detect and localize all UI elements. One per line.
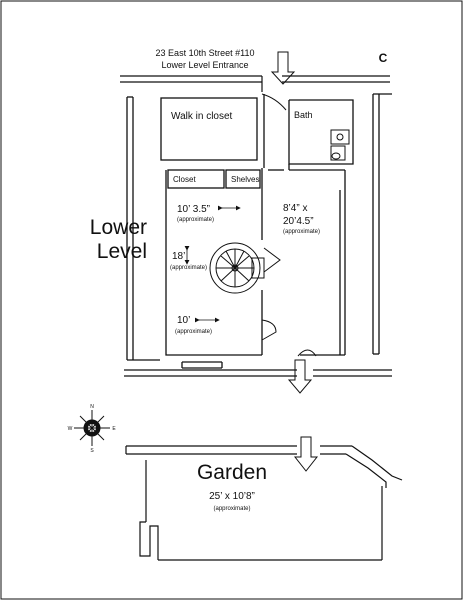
garden-exit-arrow — [287, 359, 313, 394]
compass-e: E — [112, 426, 116, 432]
right-room-dimension-1: 8’4” x — [283, 203, 307, 214]
bath-label: Bath — [294, 110, 313, 120]
main-room-width-note: (approximate) — [177, 217, 214, 223]
bath-fixtures — [330, 129, 350, 161]
entrance-arrow — [270, 51, 296, 85]
garden-note: (approximate) — [213, 506, 250, 512]
height-note: (approximate) — [170, 265, 207, 271]
compass-n: N — [90, 404, 94, 410]
compass: N E S W — [68, 404, 117, 454]
garden-dimension: 25’ x 10’8” — [209, 491, 255, 502]
corner-letter: C — [379, 51, 388, 65]
left-building-wall — [126, 96, 160, 361]
compass-w: W — [68, 426, 73, 432]
garden-walls — [139, 460, 383, 561]
right-neighbor-wall — [372, 93, 392, 355]
garden-label: Garden — [197, 461, 267, 484]
unit-walls — [160, 94, 354, 369]
closet-label: Closet — [173, 175, 196, 184]
shelves-label: Shelves — [231, 175, 259, 184]
address-label: 23 East 10th Street #110 — [156, 48, 255, 58]
main-room-width-label: 10’ 3.5” — [177, 204, 210, 215]
height-label: 18’ — [172, 251, 185, 262]
walk-in-closet-label: Walk in closet — [171, 111, 233, 122]
bottom-exterior-line — [124, 369, 392, 377]
garden-top-wall — [125, 445, 403, 488]
right-room-note: (approximate) — [283, 229, 320, 235]
spiral-staircase — [209, 242, 265, 294]
doors — [261, 93, 317, 357]
lower-label: Lower — [90, 216, 147, 239]
garden-entry-arrow — [293, 436, 319, 472]
entrance-label: Lower Level Entrance — [161, 60, 248, 70]
right-room-dimension-2: 20’4.5” — [283, 216, 314, 227]
street-lines — [120, 75, 390, 92]
compass-s: S — [90, 448, 94, 454]
lower-width-label: 10’ — [177, 315, 190, 326]
level-label: Level — [97, 240, 147, 263]
lower-width-note: (approximate) — [175, 329, 212, 335]
